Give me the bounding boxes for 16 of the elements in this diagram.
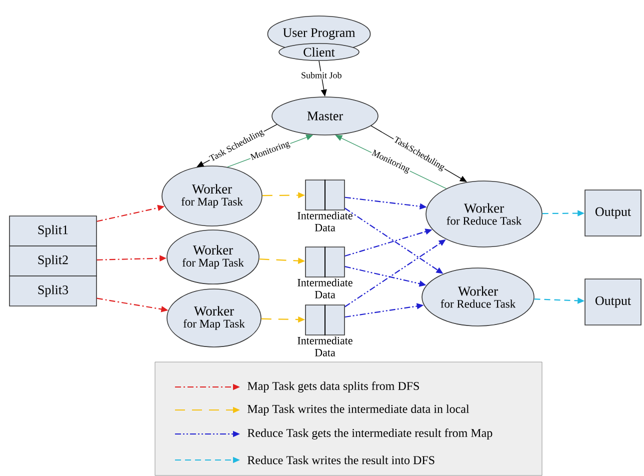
data-buffer bbox=[305, 304, 345, 336]
data-buffer bbox=[305, 179, 345, 211]
edge-label: Submit Job bbox=[300, 71, 343, 80]
data-label: Intermediate Data bbox=[298, 212, 352, 232]
legend-text: Reduce Task writes the result into DFS bbox=[248, 456, 434, 464]
data-buffer bbox=[305, 246, 345, 278]
split-box: Split2 bbox=[9, 246, 97, 276]
split-box: Split1 bbox=[9, 216, 97, 246]
legend-text: Reduce Task gets the intermediate result from Map bbox=[248, 428, 492, 440]
legend-text: Map Task gets data splits from DFS bbox=[248, 381, 419, 393]
legend-text: Map Task writes the intermediate data in local bbox=[248, 404, 470, 416]
split-box: Split3 bbox=[9, 276, 97, 306]
output-box: Output bbox=[584, 278, 642, 326]
data-label: Intermediate Data bbox=[298, 336, 352, 356]
data-label: Intermediate Data bbox=[298, 278, 352, 298]
output-box: Output bbox=[584, 190, 642, 236]
